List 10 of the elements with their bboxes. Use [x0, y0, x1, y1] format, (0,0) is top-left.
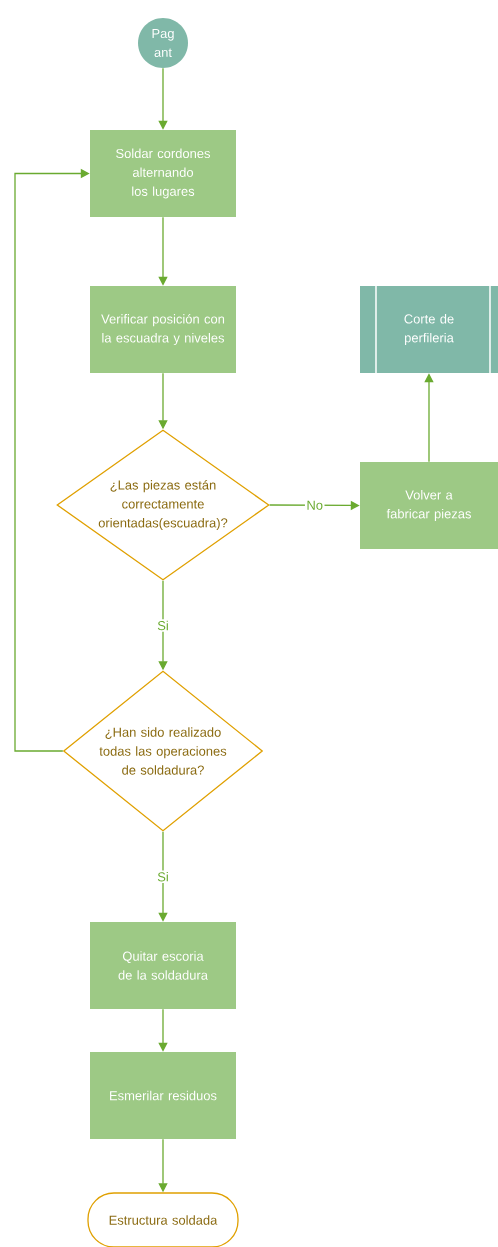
edge-label: Si	[155, 870, 171, 883]
edge-label: Si	[155, 619, 171, 632]
edge-label: No	[304, 499, 325, 512]
terminal-box: Estructura soldada	[87, 1192, 239, 1247]
process-box: Volver a fabricar piezas	[360, 462, 498, 549]
process-box: Verificar posición con la escuadra y niveles	[90, 286, 236, 373]
predefined-process-box: Corte de perfileria	[360, 285, 498, 374]
process-box: Quitar escoria de la soldadura	[90, 922, 236, 1009]
process-box: Soldar cordones alternando los lugares	[90, 130, 236, 217]
process-box: Esmerilar residuos	[90, 1052, 236, 1139]
